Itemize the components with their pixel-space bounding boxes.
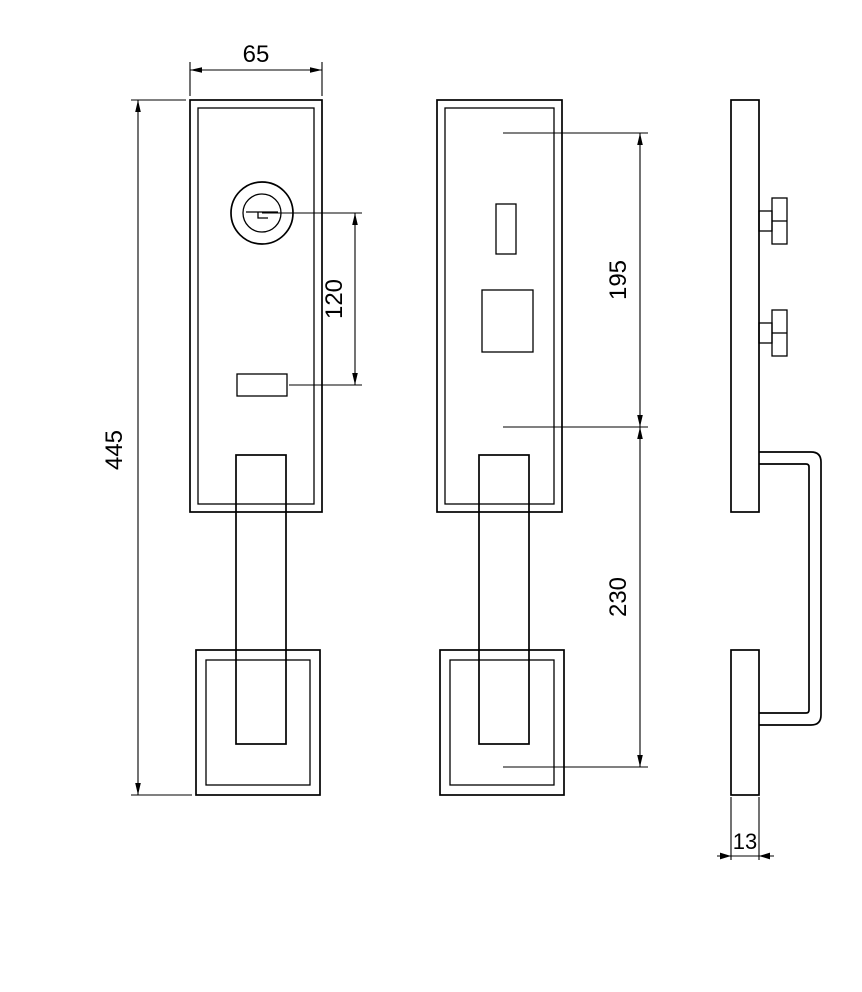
- side-view: [730, 99, 822, 796]
- back-handle-grip: [478, 454, 530, 745]
- keyway-slot: [246, 211, 278, 219]
- dimension-label-13: 13: [733, 829, 757, 854]
- extension-lines-13: [730, 797, 760, 860]
- side-plate-profile: [730, 99, 760, 513]
- front-plate-outer: [189, 99, 323, 513]
- dimension-plate-width: 65: [189, 41, 323, 96]
- thumbturn-slot: [236, 373, 288, 397]
- front-handle-grip: [235, 454, 287, 745]
- mounting-post-1-neck: [758, 210, 773, 232]
- spindle-slot-cutout: [495, 203, 517, 255]
- dimension-lower-spacing: 230: [503, 427, 648, 768]
- front-handle-base-outer: [195, 649, 321, 796]
- back-handle-base-outer: [439, 649, 565, 796]
- dimension-overall-height: 445: [101, 99, 192, 796]
- dimension-plate-thickness: 13: [717, 797, 774, 860]
- extension-lines-120: [262, 212, 362, 386]
- mounting-post-2-neck: [758, 322, 773, 344]
- back-plate-bevel: [444, 107, 555, 505]
- front-plate-bevel: [197, 107, 315, 505]
- dimension-label-445: 445: [101, 430, 128, 470]
- extension-lines-195: [503, 132, 648, 428]
- dimension-label-195: 195: [605, 260, 632, 300]
- arrowhead-13-right: [759, 852, 770, 860]
- dimension-label-230: 230: [605, 577, 632, 617]
- back-plate-outer: [436, 99, 563, 513]
- arrowhead-13-left: [720, 852, 731, 860]
- side-handle-outer-profile: [759, 451, 822, 726]
- back-handle-base-bevel: [449, 659, 555, 786]
- dimension-cylinder-to-thumbturn: 120: [262, 212, 362, 386]
- extension-lines-445: [131, 99, 192, 796]
- square-cutout: [481, 289, 534, 353]
- front-handle-base-bevel: [205, 659, 311, 786]
- dimension-label-120: 120: [321, 279, 348, 319]
- side-handle-inner-profile: [759, 463, 810, 714]
- back-view: [436, 99, 565, 796]
- side-handle-base-profile: [730, 649, 760, 796]
- dimension-upper-spacing: 195: [503, 132, 648, 428]
- dimension-label-65: 65: [243, 41, 270, 68]
- front-view: [189, 99, 323, 796]
